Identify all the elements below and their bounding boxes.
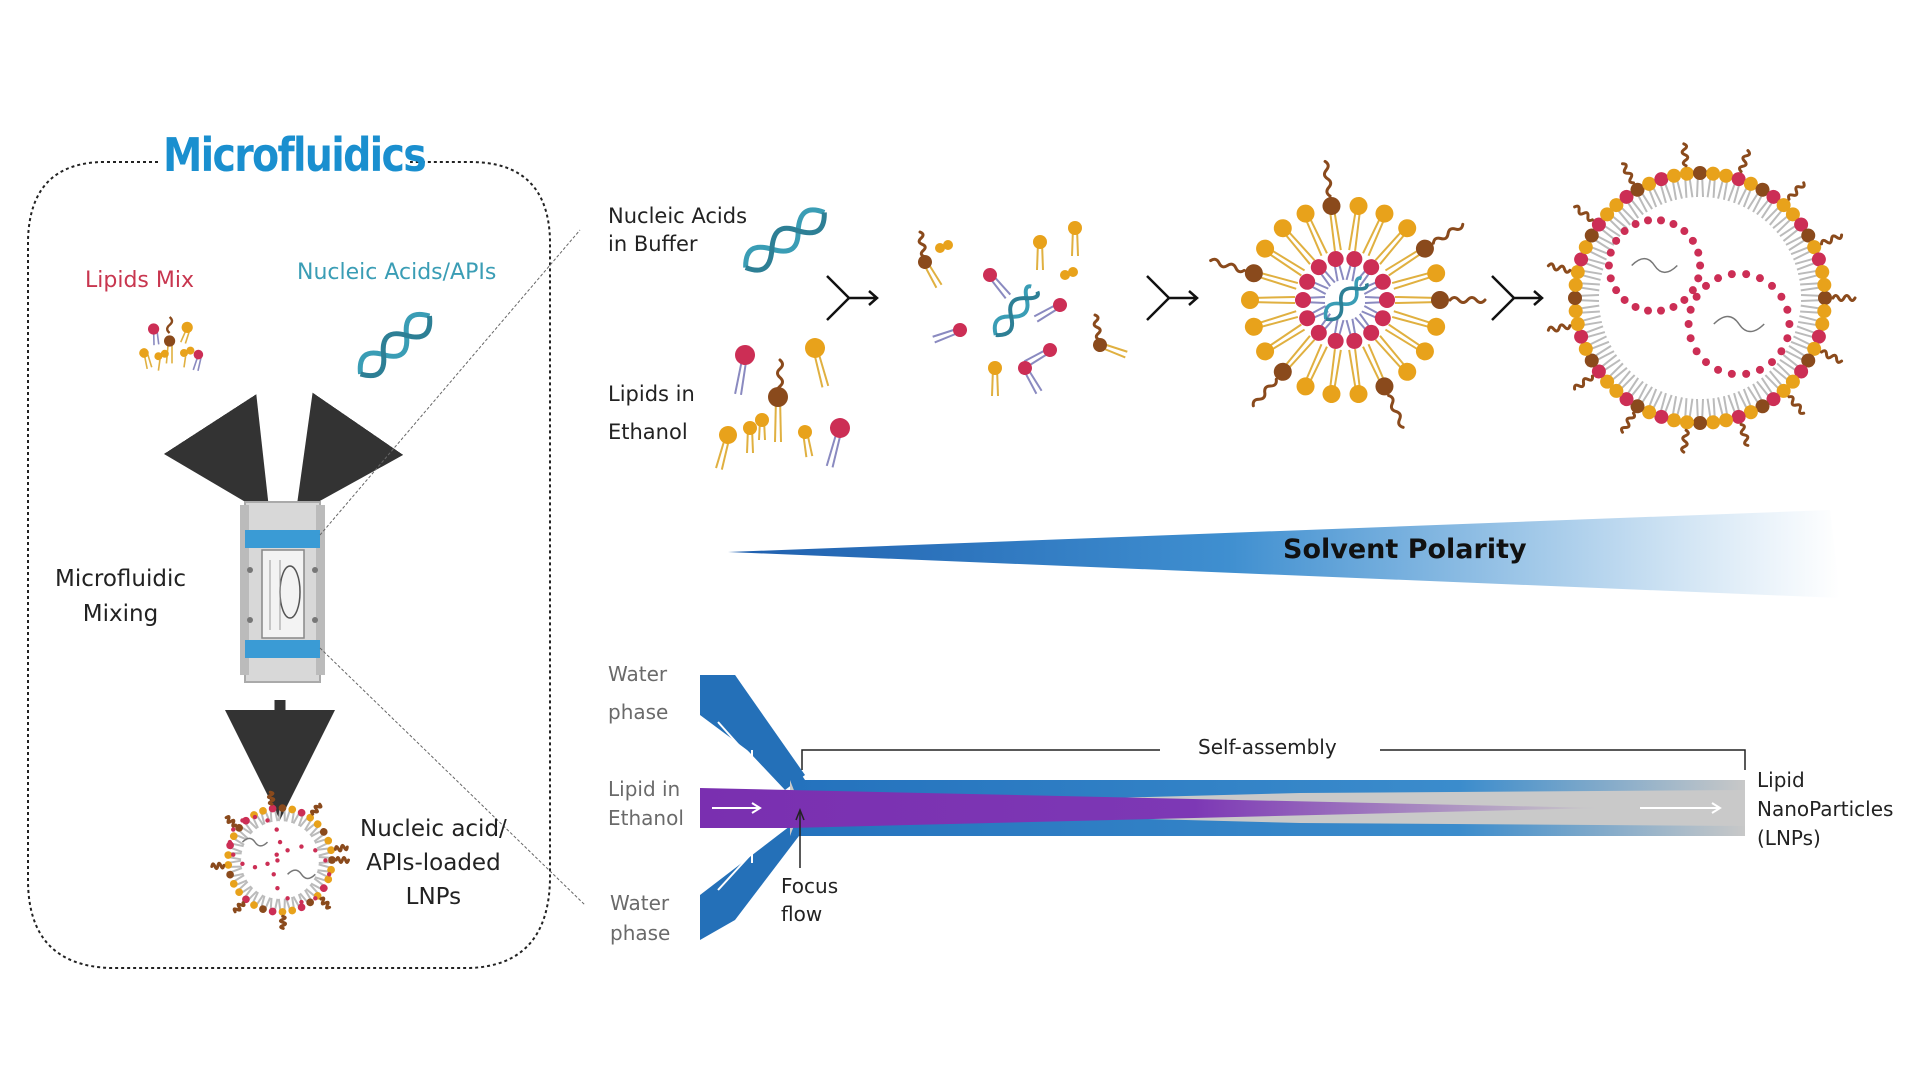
output-line-1: Nucleic acid/ (360, 816, 507, 842)
zoom-line-top (319, 229, 581, 536)
buffer-line-2: in Buffer (608, 232, 698, 256)
lipids-mix-label: Lipids Mix (85, 268, 194, 293)
lipids-ethanol-cluster (715, 338, 850, 470)
lnp-line-2: NanoParticles (1757, 797, 1894, 821)
ethanol-line-1: Lipids in (608, 382, 695, 406)
final-lnp-particle (1546, 142, 1857, 454)
lnps-output-label: Lipid NanoParticles (LNPs) (1757, 766, 1893, 853)
lipid-ethanol-channel-label: Lipid in Ethanol (608, 775, 684, 833)
focus-flow-label: Focus flow (781, 872, 838, 928)
nucleic-acid-icon (357, 311, 433, 379)
nucleic-input-arrow (295, 392, 404, 515)
lnp-line-3: (LNPs) (1757, 826, 1821, 850)
nucleic-acids-apis-label: Nucleic Acids/APIs (297, 260, 497, 285)
water-bottom-line-2: phase (610, 921, 671, 945)
output-line-3: LNPs (405, 884, 462, 910)
nucleic-acids-buffer-label: Nucleic Acids in Buffer (608, 202, 747, 258)
microfluidics-panel-border (27, 161, 551, 969)
water-bottom-line-1: Water (610, 891, 670, 915)
self-assembly-bracket-left (801, 749, 1160, 770)
scattered-lipids-stage (917, 221, 1128, 397)
self-assembly-label: Self-assembly (1198, 735, 1337, 759)
small-lnp-icon (210, 790, 350, 930)
mixing-line-1: Microfluidic (55, 566, 186, 592)
lipid-line-1: Lipid in (608, 777, 681, 801)
solvent-polarity-gradient (728, 510, 1840, 598)
water-top-line-2: phase (608, 700, 669, 724)
output-line-2: APIs-loaded (366, 850, 501, 876)
step-arrow-2 (1146, 275, 1199, 321)
lnp-line-1: Lipid (1757, 768, 1805, 792)
water-top-line-1: Water (608, 662, 668, 686)
self-assembly-bracket-right (1380, 749, 1746, 770)
step-arrow-3 (1491, 275, 1544, 321)
focus-line-2: flow (781, 902, 823, 926)
buffer-line-1: Nucleic Acids (608, 204, 748, 228)
lipid-line-2: Ethanol (608, 806, 684, 830)
loaded-lnps-label: Nucleic acid/ APIs-loaded LNPs (360, 812, 507, 914)
lipids-input-arrow (163, 394, 270, 517)
lipids-ethanol-label: Lipids in Ethanol (608, 375, 695, 451)
page-title: Microfluidics (163, 128, 427, 182)
lipids-mix-icon (139, 316, 204, 371)
ethanol-line-2: Ethanol (608, 420, 688, 444)
microfluidic-channel (700, 675, 1745, 940)
step-arrow-1 (826, 275, 879, 321)
water-phase-bottom-label: Water phase (610, 888, 670, 948)
zoom-line-bottom (319, 647, 586, 906)
solvent-polarity-label: Solvent Polarity (1283, 534, 1527, 565)
mixing-line-2: Mixing (82, 601, 159, 627)
nucleic-acid-buffer-helix (743, 207, 827, 273)
microfluidic-chip (240, 501, 325, 683)
water-phase-top-label: Water phase (608, 655, 668, 731)
lipid-nucleic-micelle (1209, 159, 1487, 429)
focus-line-1: Focus (781, 874, 839, 898)
microfluidic-mixing-label: Microfluidic Mixing (55, 562, 186, 632)
